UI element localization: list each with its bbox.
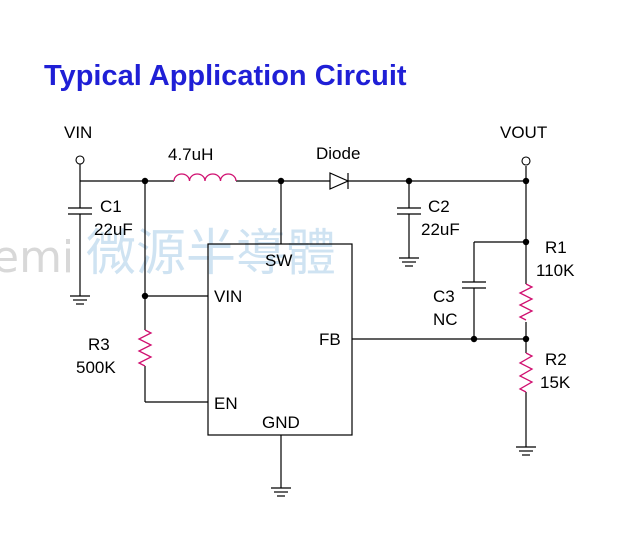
- r3-value: 500K: [76, 358, 116, 377]
- c1-value: 22uF: [94, 220, 133, 239]
- c3-value: NC: [433, 310, 458, 329]
- vin-terminal: [75, 155, 85, 165]
- pin-fb-label: FB: [319, 330, 341, 349]
- c3-name: C3: [433, 287, 455, 306]
- diode-label: Diode: [316, 144, 360, 163]
- ic-chip: [207, 243, 353, 436]
- resistor-r1: [518, 283, 534, 321]
- c2-value: 22uF: [421, 220, 460, 239]
- wires: [79, 164, 527, 488]
- c2-name: C2: [428, 197, 450, 216]
- ground-c2: [399, 257, 419, 267]
- vout-label: VOUT: [500, 123, 547, 142]
- resistor-r2: [518, 352, 534, 393]
- pin-gnd-label: GND: [262, 413, 300, 432]
- r1-name: R1: [545, 238, 567, 257]
- page-title: Typical Application Circuit: [44, 60, 407, 92]
- junction-dots: [141, 177, 530, 343]
- r2-value: 15K: [540, 373, 571, 392]
- r3-name: R3: [88, 335, 110, 354]
- inductor: [173, 173, 237, 182]
- inductor-label: 4.7uH: [168, 145, 213, 164]
- vout-terminal: [521, 156, 531, 166]
- watermark-partial: emi: [0, 232, 74, 283]
- ground-r2: [516, 446, 536, 456]
- pin-en-label: EN: [214, 394, 238, 413]
- watermark-cjk: 微源半導體: [86, 224, 336, 282]
- r1-value: 110K: [536, 261, 575, 280]
- resistor-r3: [137, 329, 153, 367]
- ground-c1: [70, 295, 90, 305]
- c1-name: C1: [100, 197, 122, 216]
- capacitor-c1: [68, 207, 92, 215]
- pin-vin-label: VIN: [214, 287, 242, 306]
- pin-sw-label: SW: [265, 251, 292, 270]
- vin-label: VIN: [64, 123, 92, 142]
- ground-ic: [271, 487, 291, 497]
- capacitor-c2: [397, 207, 421, 215]
- diode: [329, 172, 350, 190]
- capacitor-c3: [462, 281, 486, 289]
- r2-name: R2: [545, 350, 567, 369]
